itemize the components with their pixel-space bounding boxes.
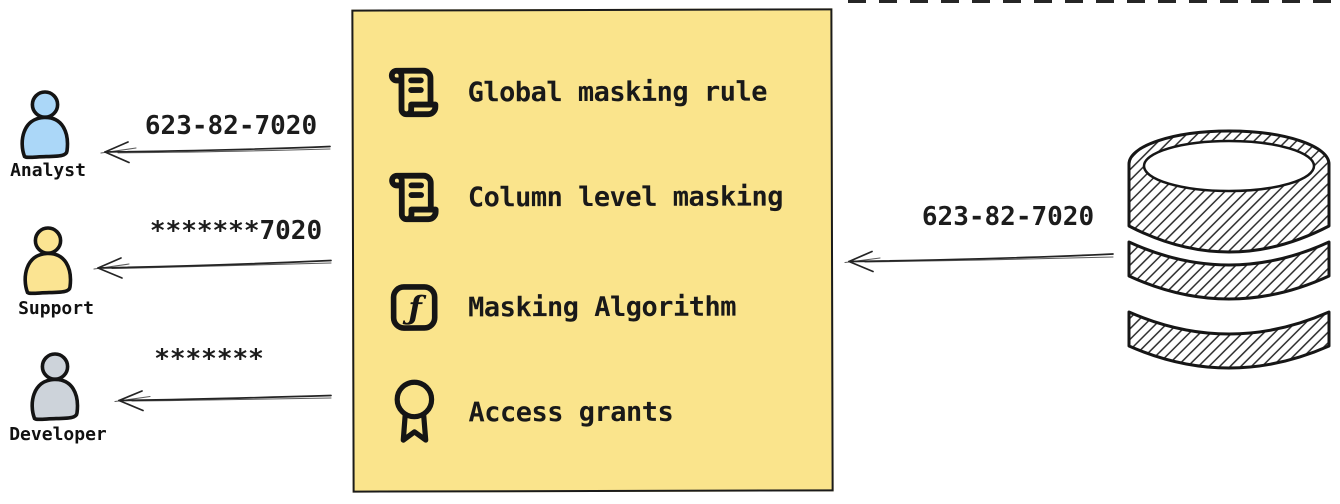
svg-text:ƒ: ƒ [402, 290, 427, 327]
actor-label-support: Support [18, 298, 94, 319]
actor-label-developer: Developer [9, 424, 107, 445]
developer-person-icon [30, 352, 80, 422]
masking-item-global-rule: Global masking rule [384, 57, 767, 128]
flow-value-from-database: 623-82-7020 [921, 202, 1095, 232]
license-icon [385, 166, 443, 228]
flow-value-to-support: *******7020 [149, 216, 323, 246]
arrow-box-to-analyst [100, 141, 331, 164]
license-icon [385, 61, 443, 123]
masking-item-label: Column level masking [467, 181, 784, 213]
masking-item-algorithm: ƒ Masking Algorithm [385, 272, 736, 343]
arrow-database-to-box [844, 250, 1114, 273]
arrow-box-to-developer [114, 390, 332, 412]
masking-rules-box: Global masking rule Column level masking… [351, 8, 834, 493]
database-icon [1127, 129, 1331, 370]
analyst-person-icon [20, 90, 70, 160]
flow-value-to-developer: ******* [154, 344, 264, 374]
flow-value-to-analyst: 623-82-7020 [144, 111, 318, 141]
award-icon [385, 379, 443, 445]
support-person-icon [23, 226, 73, 296]
masking-item-access-grants: Access grants [385, 377, 673, 448]
function-icon: ƒ [385, 279, 443, 335]
masking-item-column-level: Column level masking [385, 162, 783, 233]
arrow-box-to-support [93, 257, 332, 279]
masking-item-label: Access grants [468, 396, 674, 428]
actor-label-analyst: Analyst [10, 160, 86, 181]
masking-item-label: Masking Algorithm [468, 291, 737, 323]
masking-item-label: Global masking rule [467, 76, 767, 108]
frame-dashed-border [848, 0, 1340, 3]
